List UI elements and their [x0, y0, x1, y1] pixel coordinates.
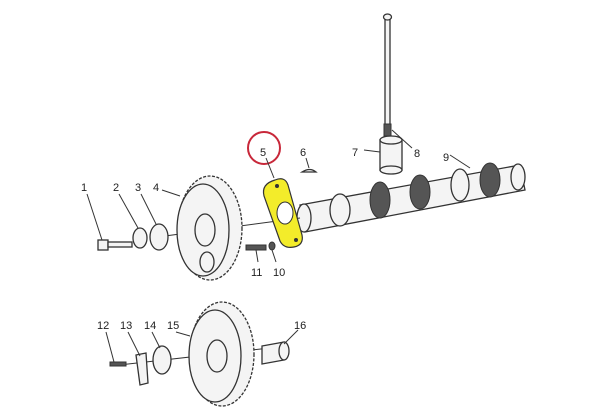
label-16: 16 [294, 320, 306, 332]
label-9: 9 [443, 152, 449, 164]
pushrod [382, 13, 393, 137]
label-2: 2 [113, 182, 119, 194]
gasket-highlighted [262, 178, 303, 248]
screw [245, 244, 267, 251]
label-1: 1 [81, 182, 87, 194]
label-12: 12 [97, 320, 109, 332]
label-15: 15 [167, 320, 179, 332]
camshaft [296, 162, 526, 233]
label-11: 11 [251, 267, 262, 279]
label-7: 7 [352, 147, 358, 159]
tappet [379, 135, 403, 175]
label-10: 10 [273, 267, 285, 279]
lock-plate [149, 223, 169, 251]
woodruff-key [299, 168, 318, 173]
bolt [97, 239, 133, 251]
label-3: 3 [135, 182, 141, 194]
label-14: 14 [144, 320, 156, 332]
spring-washer [268, 241, 276, 251]
thrust-plate [152, 345, 172, 375]
crankshaft-gear [188, 301, 255, 407]
camshaft-gear [176, 175, 243, 281]
label-5: 5 [260, 147, 266, 159]
label-6: 6 [300, 147, 306, 159]
label-4: 4 [153, 182, 159, 194]
label-8: 8 [414, 148, 420, 160]
label-13: 13 [120, 320, 132, 332]
lock-tab [135, 352, 149, 386]
washer [132, 227, 148, 249]
leader-lines [86, 129, 471, 363]
highlight-marker-circle [247, 131, 281, 165]
lower-screw [109, 361, 127, 367]
bushing [261, 341, 290, 365]
